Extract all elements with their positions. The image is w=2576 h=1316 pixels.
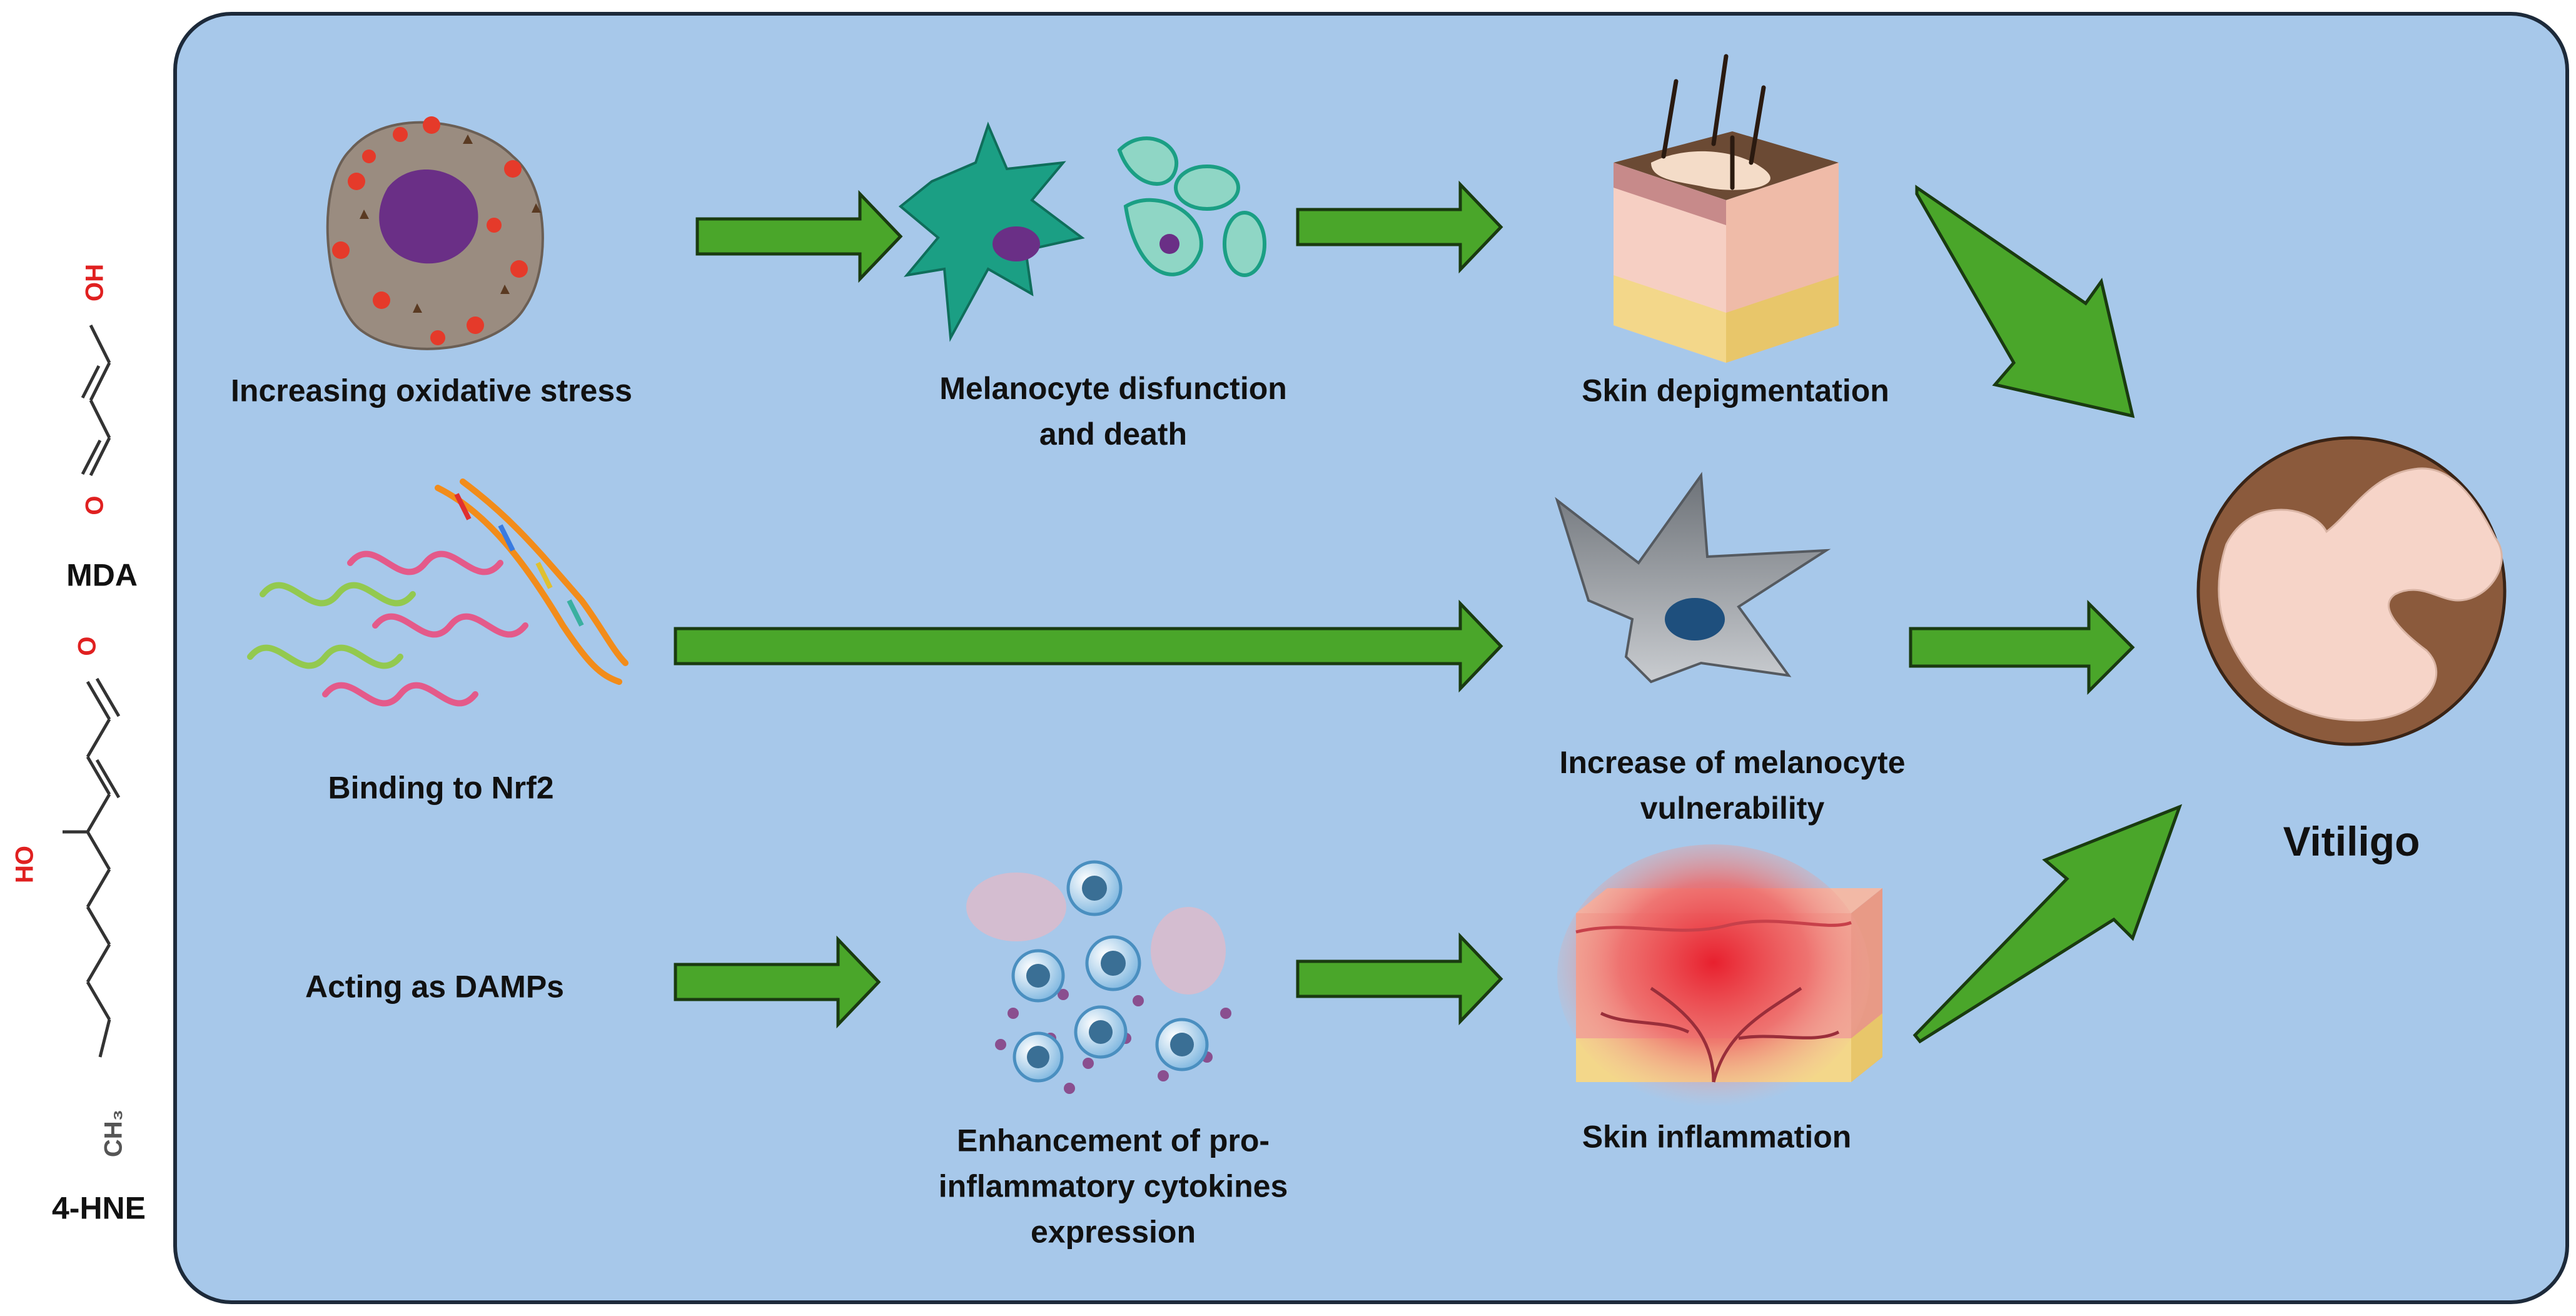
label-oxidative-stress: Increasing oxidative stress — [231, 373, 632, 408]
arrow-damps-to-cytokines — [674, 935, 881, 1029]
label-melanocyte-death: Melanocyte disfunction and death — [939, 371, 1287, 452]
depigmented-skin-icon — [1614, 54, 1839, 363]
label-damps: Acting as DAMPs — [305, 969, 564, 1005]
vitiligo-skin-icon — [2196, 436, 2507, 746]
arrow-melanocyte-to-depigmentation — [1296, 180, 1503, 274]
label-vitiligo: Vitiligo — [2283, 818, 2420, 864]
stressed-cell-icon — [326, 116, 544, 350]
arrow-vulnerability-to-vitiligo — [1909, 599, 2135, 696]
arrow-cytokines-to-inflammation — [1296, 932, 1503, 1026]
inflamed-skin-icon — [1557, 844, 1882, 1107]
mda-hydroxyl-label: OH — [81, 264, 109, 301]
hne-oxygen-label: O — [73, 636, 101, 656]
hne-hydroxyl-label: HO — [11, 846, 39, 883]
mda-oxygen-label: O — [81, 495, 109, 515]
arrow-stress-to-melanocyte — [695, 190, 903, 283]
hne-methyl-label: CH₃ — [99, 1109, 128, 1158]
hne-name: 4-HNE — [51, 1190, 146, 1226]
hne-structure-icon — [63, 677, 121, 1058]
melanocyte-icon — [1555, 472, 1831, 684]
mda-structure-icon — [81, 324, 111, 477]
label-skin-inflammation: Skin inflammation — [1582, 1119, 1852, 1155]
arrow-inflammation-to-vitiligo — [1912, 804, 2183, 1044]
nrf2-protein-dna-icon — [247, 478, 629, 707]
arrow-nrf2-to-vulnerability — [674, 599, 1503, 693]
label-melanocyte-vulnerability: Increase of melanocyte vulnerability — [1559, 745, 1906, 826]
arrow-depigmentation-to-vitiligo — [1915, 185, 2135, 418]
dying-melanocytes-icon — [898, 121, 1266, 342]
label-cytokines: Enhancement of pro- inflammatory cytokin… — [938, 1123, 1288, 1250]
label-skin-depigmentation: Skin depigmentation — [1582, 373, 1889, 408]
mda-name: MDA — [66, 557, 138, 593]
immune-cells-icon — [966, 860, 1231, 1094]
label-nrf2-binding: Binding to Nrf2 — [328, 770, 554, 806]
